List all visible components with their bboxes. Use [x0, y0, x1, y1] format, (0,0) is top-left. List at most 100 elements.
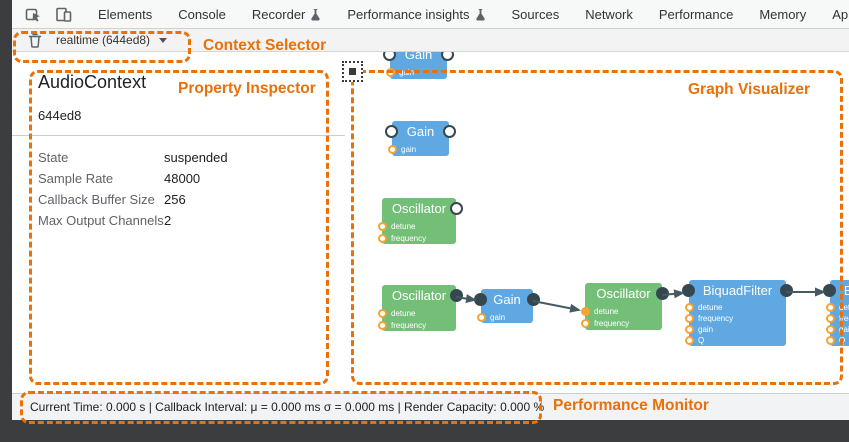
param-label: Q	[698, 336, 705, 345]
param-port-icon	[685, 325, 694, 334]
tab-elements[interactable]: Elements	[85, 0, 165, 28]
tab-performance-insights[interactable]: Performance insights	[334, 0, 498, 28]
param-port-icon	[581, 306, 590, 316]
node-input-port-icon	[682, 284, 695, 297]
node-param-row: frequency	[378, 319, 456, 331]
node-input-port-icon	[474, 293, 487, 306]
tab-sources[interactable]: Sources	[499, 0, 573, 28]
param-port-icon	[685, 303, 694, 312]
node-output-port-icon	[441, 52, 454, 61]
node-input-port-icon	[823, 284, 836, 297]
node-param-row: gain	[388, 143, 449, 156]
inspect-element-icon[interactable]	[24, 5, 42, 23]
node-output-port-icon	[656, 287, 669, 300]
property-label: Max Output Channels	[38, 213, 164, 228]
audiocontext-title: AudioContext	[38, 72, 147, 92]
node-param-row: gain	[685, 324, 786, 335]
node-param-row: frequency	[826, 313, 849, 324]
param-label: detune	[839, 303, 849, 312]
param-port-icon	[581, 319, 590, 329]
node-input-port-icon	[383, 52, 396, 61]
node-output-port-icon	[527, 293, 540, 306]
param-label: detune	[391, 308, 416, 318]
graph-node-gain[interactable]: Gain gain	[385, 121, 456, 156]
node-param-row: frequency	[685, 313, 786, 324]
param-label: detune	[698, 303, 723, 312]
graph-node-oscillator[interactable]: Oscillator detune frequency	[581, 283, 669, 331]
param-label: frequency	[698, 314, 734, 323]
param-port-icon	[477, 312, 486, 322]
tab-console[interactable]: Console	[165, 0, 239, 28]
tab-recorder[interactable]: Recorder	[239, 0, 334, 28]
param-label: gain	[490, 312, 506, 322]
param-label: detune	[391, 221, 416, 231]
tab-label: Performance	[658, 6, 734, 22]
node-output-port-icon	[450, 289, 463, 302]
node-output-port-icon	[443, 125, 456, 138]
node-param-row: detune	[378, 307, 456, 319]
node-param-row: frequency	[581, 318, 662, 331]
tab-memory[interactable]: Memory	[746, 0, 819, 28]
graph-node-gain[interactable]: Gain gain	[383, 52, 454, 79]
context-selector-dropdown[interactable]: realtime (644ed8)	[56, 33, 168, 47]
node-param-row: Q	[826, 335, 849, 346]
param-label: frequency	[391, 320, 427, 330]
tab-label: Console	[178, 6, 226, 22]
node-title: BiquadFilter	[702, 283, 773, 298]
flask-icon	[310, 8, 321, 21]
param-port-icon	[378, 221, 387, 231]
tab-label: Memory	[759, 6, 807, 22]
tab-application[interactable]: Application	[819, 0, 849, 28]
param-port-icon	[388, 145, 397, 154]
param-port-icon	[378, 320, 387, 330]
param-label: frequency	[594, 319, 630, 329]
param-label: gain	[401, 145, 417, 154]
param-label: gain	[399, 68, 415, 77]
param-label: detune	[594, 306, 619, 316]
property-label: Sample Rate	[38, 171, 114, 186]
param-port-icon	[685, 336, 694, 345]
node-param-row: gain	[386, 66, 447, 79]
graph-node-oscillator[interactable]: Oscillator detune frequency	[378, 285, 463, 331]
param-port-icon	[826, 303, 835, 312]
trash-icon[interactable]	[26, 31, 44, 49]
toolbar-icon-group	[12, 5, 81, 23]
node-output-port-icon	[780, 284, 793, 297]
node-param-row: detune	[826, 302, 849, 313]
param-label: Q	[839, 336, 846, 345]
node-title: Gain	[404, 52, 433, 62]
node-title: Oscillator	[391, 288, 447, 303]
node-title: Gain	[493, 292, 521, 307]
param-port-icon	[386, 68, 395, 77]
node-param-row: Q	[685, 335, 786, 346]
performance-monitor-bar: Current Time: 0.000 s | Callback Interva…	[12, 393, 849, 420]
tab-label: Sources	[511, 6, 560, 22]
inspector-divider	[12, 135, 345, 136]
tab-label: Network	[585, 6, 633, 22]
node-param-row: gain	[477, 311, 533, 323]
flask-icon	[475, 8, 486, 21]
node-title: Oscillator	[391, 201, 447, 216]
node-title: Oscillator	[596, 286, 651, 301]
param-label: gain	[698, 325, 714, 334]
device-toolbar-icon[interactable]	[54, 5, 72, 23]
tab-network[interactable]: Network	[572, 0, 646, 28]
node-title: BiquadFilter	[843, 283, 849, 298]
param-port-icon	[378, 308, 387, 318]
param-port-icon	[378, 233, 387, 243]
tab-performance[interactable]: Performance	[646, 0, 746, 28]
node-title: Gain	[406, 124, 435, 139]
graph-node-gain[interactable]: Gain gain	[474, 289, 540, 323]
